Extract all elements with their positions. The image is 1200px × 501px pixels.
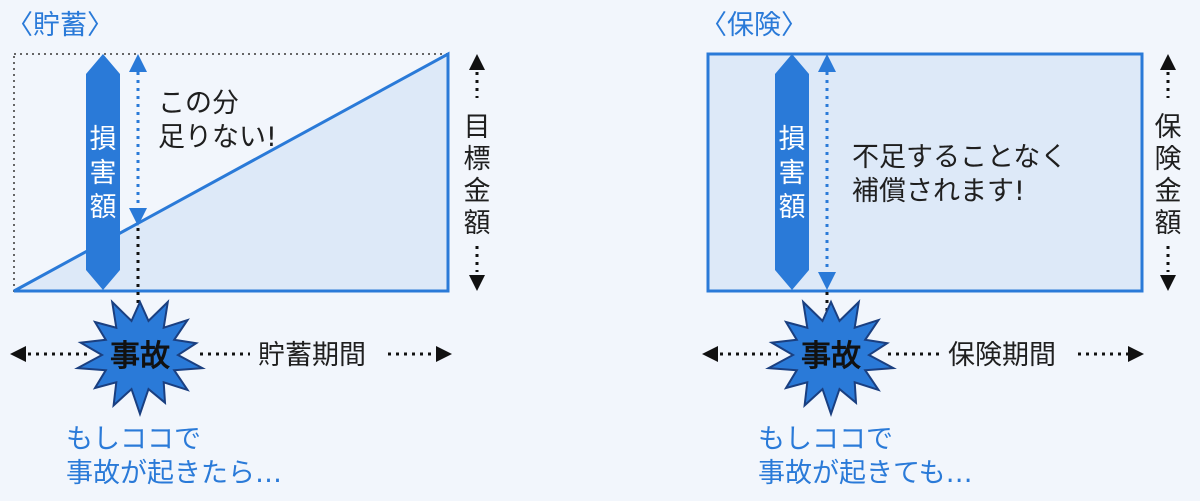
insurance-heading: 〈保険〉 (700, 10, 808, 41)
savings-caption-2: 事故が起きたら… (66, 458, 282, 489)
savings-target-amount: 目 標 金 額 (464, 54, 491, 291)
shortfall-arrow-bottom (129, 208, 147, 226)
savings-caption-1: もしココで (66, 424, 201, 455)
insurance-damage-char-1: 損 (779, 124, 806, 155)
insurance-amount-char-1: 保 (1155, 112, 1182, 143)
compensation-arrow-bottom (818, 272, 836, 290)
compensation-text-2: 補償されます! (852, 176, 1025, 207)
savings-period-timeline: 貯蓄期間 (10, 340, 452, 371)
savings-accident-label: 事故 (110, 339, 171, 374)
insurance-accident-burst: 事故 (765, 299, 897, 417)
insurance-damage-char-2: 害 (779, 158, 806, 189)
savings-period-label: 貯蓄期間 (258, 340, 366, 371)
insurance-period-timeline: 保険期間 (702, 340, 1144, 371)
savings-damage-bar: 損 害 額 (86, 54, 120, 290)
savings-panel: 〈貯蓄〉 損 害 額 この分 足りない! 目 標 金 額 (6, 10, 491, 489)
savings-target-char-2: 標 (464, 144, 491, 175)
savings-damage-char-1: 損 (90, 124, 117, 155)
shortfall-text-2: 足りない! (158, 122, 277, 153)
savings-target-char-4: 額 (464, 208, 491, 239)
insurance-amount: 保 険 金 額 (1155, 54, 1182, 291)
savings-target-char-1: 目 (464, 112, 491, 143)
insurance-period-label: 保険期間 (948, 340, 1056, 371)
insurance-amount-char-2: 険 (1155, 144, 1182, 175)
shortfall-arrow-top (129, 54, 147, 72)
insurance-accident-label: 事故 (801, 339, 862, 374)
insurance-caption-2: 事故が起きても… (758, 458, 973, 489)
savings-damage-char-2: 害 (90, 158, 117, 189)
savings-damage-char-3: 額 (90, 192, 117, 223)
savings-target-char-3: 金 (464, 176, 491, 207)
savings-heading: 〈貯蓄〉 (6, 10, 114, 41)
shortfall-text-1: この分 (158, 88, 239, 119)
savings-growth-area (13, 51, 450, 293)
insurance-amount-char-3: 金 (1155, 176, 1182, 207)
savings-accident-burst: 事故 (74, 299, 206, 417)
insurance-panel: 〈保険〉 損 害 額 不足することなく 補償されます! 保 険 金 額 (700, 10, 1182, 489)
insurance-damage-char-3: 額 (779, 192, 806, 223)
compensation-text-1: 不足することなく (852, 142, 1067, 173)
compensation-arrow-top (818, 54, 836, 72)
insurance-amount-char-4: 額 (1155, 208, 1182, 239)
insurance-damage-bar: 損 害 額 (775, 54, 809, 290)
insurance-caption-1: もしココで (758, 424, 893, 455)
